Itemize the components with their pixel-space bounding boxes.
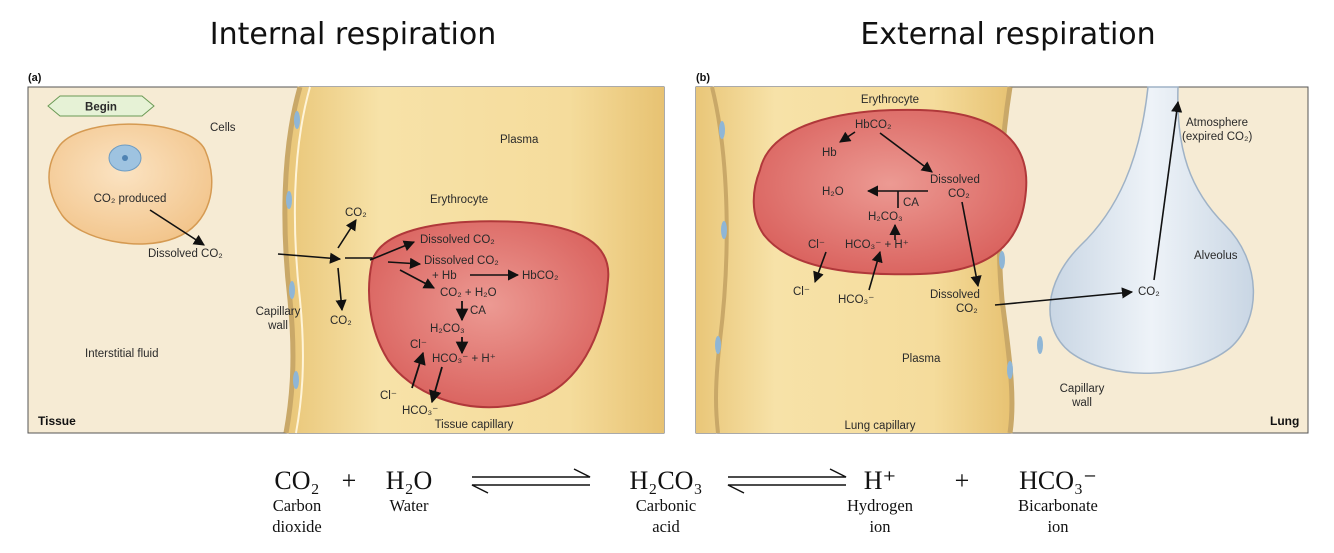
eq-h2o: H₂O xyxy=(386,466,433,495)
rbc-h2o-b: H₂O xyxy=(822,186,844,198)
co2-produced-label: CO₂ produced xyxy=(94,193,167,205)
rbc-hb-b: Hb xyxy=(822,147,837,159)
cl-out-label-a: Cl⁻ xyxy=(380,390,397,402)
rbc-hco3-h-a: HCO₃⁻ + H⁺ xyxy=(432,353,496,365)
panel-b: Erythrocyte HbCO₂ Hb Dissolved CO₂ H₂O C… xyxy=(695,86,1309,434)
co2-alveolus-label: CO₂ xyxy=(1138,286,1160,298)
capillary-wall-label-a1: Capillary xyxy=(256,306,301,318)
erythrocyte-label-b: Erythrocyte xyxy=(861,94,919,106)
carbonic-acid-equation: CO₂ + H₂O H₂CO₃ H⁺ + HCO₃⁻ Carbon dioxid… xyxy=(272,466,1098,536)
alveolus xyxy=(1049,86,1255,374)
tissue-label: Tissue xyxy=(38,414,76,428)
capillary-wall-b-left xyxy=(710,86,729,434)
arrow-co2-up xyxy=(337,219,357,249)
atmosphere-label-2: (expired CO₂) xyxy=(1182,131,1252,143)
arrow-to-hb xyxy=(839,131,856,143)
lung-capillary-label: Lung capillary xyxy=(845,420,916,432)
title-external-respiration: External respiration xyxy=(860,17,1155,52)
rbc-dissolved-b1: Dissolved xyxy=(930,174,980,186)
endothelial-nuclei xyxy=(286,111,300,389)
erythrocyte-label-a: Erythrocyte xyxy=(430,194,488,206)
capillary-wall-label-b1: Capillary xyxy=(1060,383,1105,395)
eq-h2co3-name-2: acid xyxy=(652,517,680,536)
tissue-capillary-label: Tissue capillary xyxy=(435,419,514,431)
eq-h2co3: H₂CO₃ xyxy=(629,466,702,495)
eq-plus-1: + xyxy=(342,466,357,495)
rbc-cl-b: Cl⁻ xyxy=(808,239,825,251)
rbc-cl-a: Cl⁻ xyxy=(410,339,427,351)
co2-down-label: CO₂ xyxy=(330,315,352,327)
arrow-hco3-in-b xyxy=(868,250,883,291)
rbc-h2co3-b: H₂CO₃ xyxy=(868,211,903,223)
panel-a: Begin Cells CO₂ produced Dissolved CO₂ C… xyxy=(27,86,665,434)
arrow-hco3-out xyxy=(429,366,443,404)
eq-co2: CO₂ xyxy=(274,466,319,495)
eq-h-plus: H⁺ xyxy=(864,466,897,495)
arrow-to-alveolus-co2 xyxy=(994,287,1134,306)
alveolus-label: Alveolus xyxy=(1194,250,1238,262)
capillary-wall-inner xyxy=(293,86,311,434)
arrow-rbc-dissolved-hb xyxy=(387,257,422,269)
cl-out-label-b: Cl⁻ xyxy=(793,286,810,298)
dissolved-b2: CO₂ xyxy=(956,303,978,315)
eq-hco3-name-1: Bicarbonate xyxy=(1018,496,1098,515)
dissolved-co2-label: Dissolved CO₂ xyxy=(148,248,223,260)
lung-label: Lung xyxy=(1270,414,1299,428)
eq-plus-2: + xyxy=(955,466,970,495)
rbc-hco3-h-b: HCO₃⁻ + H⁺ xyxy=(845,239,909,251)
plasma-label-b: Plasma xyxy=(902,353,941,365)
arrow-to-dissolved-b xyxy=(879,132,933,173)
arrow-cl-in xyxy=(411,351,426,389)
eq-equilibrium-arrow-1 xyxy=(471,468,591,494)
arrow-co2-down xyxy=(335,267,347,312)
plasma-label-a: Plasma xyxy=(500,134,539,146)
eq-hco3-name-2: ion xyxy=(1047,517,1068,536)
arrow-to-co2-h2o xyxy=(399,269,435,289)
rbc-ca-a: CA xyxy=(470,305,486,317)
erythrocyte-b xyxy=(752,108,1028,276)
rbc-hbco2-b: HbCO₂ xyxy=(855,119,891,131)
atmosphere-label-1: Atmosphere xyxy=(1186,117,1248,129)
rbc-co2-h2o: CO₂ + H₂O xyxy=(440,287,497,299)
arrow-to-atmosphere xyxy=(1153,100,1183,281)
dissolved-b1: Dissolved xyxy=(930,289,980,301)
cell-nucleolus xyxy=(122,155,128,161)
eq-h2o-name: Water xyxy=(390,496,429,515)
capillary-wall-label-a2: wall xyxy=(267,320,288,332)
panel-a-tag: (a) xyxy=(28,72,42,84)
begin-tag-shape xyxy=(47,95,155,117)
arrow-dissolved-to-capillary xyxy=(277,252,342,264)
co2-up-label: CO₂ xyxy=(345,207,367,219)
erythrocyte-a xyxy=(368,220,610,409)
begin-tag: Begin xyxy=(85,102,117,114)
cells-label: Cells xyxy=(210,122,236,134)
arrow-cl-out-b xyxy=(813,251,827,284)
eq-co2-name-2: dioxide xyxy=(272,517,322,536)
rbc-hbco2: HbCO₂ xyxy=(522,270,558,282)
tissue-cell xyxy=(48,123,213,245)
eq-hco3: HCO₃⁻ xyxy=(1019,466,1097,495)
eq-h-name-1: Hydrogen xyxy=(847,496,913,515)
rbc-h2co3-a: H₂CO₃ xyxy=(430,323,465,335)
hco3-in-label-b: HCO₃⁻ xyxy=(838,294,874,306)
rbc-ca-b: CA xyxy=(903,197,919,209)
hco3-out-label-a: HCO₃⁻ xyxy=(402,405,438,417)
arrow-cell-to-dissolved xyxy=(149,209,205,246)
eq-co2-name-1: Carbon xyxy=(273,496,322,515)
arrow-dissolved-out-b xyxy=(961,201,982,288)
arrow-rbc-dissolved xyxy=(369,240,416,261)
rbc-dissolved-b2: CO₂ xyxy=(948,188,970,200)
panel-b-tag: (b) xyxy=(696,72,710,84)
eq-h-name-2: ion xyxy=(869,517,890,536)
rbc-plus-hb: + Hb xyxy=(432,270,457,282)
interstitial-fluid-label: Interstitial fluid xyxy=(85,348,159,360)
title-internal-respiration: Internal respiration xyxy=(210,17,496,52)
rbc-dissolved-co2-hb: Dissolved CO₂ xyxy=(424,255,499,267)
eq-equilibrium-arrow-2 xyxy=(727,468,847,494)
eq-h2co3-name-1: Carbonic xyxy=(636,496,696,515)
capillary-wall-label-b2: wall xyxy=(1071,397,1092,409)
rbc-dissolved-co2: Dissolved CO₂ xyxy=(420,234,495,246)
